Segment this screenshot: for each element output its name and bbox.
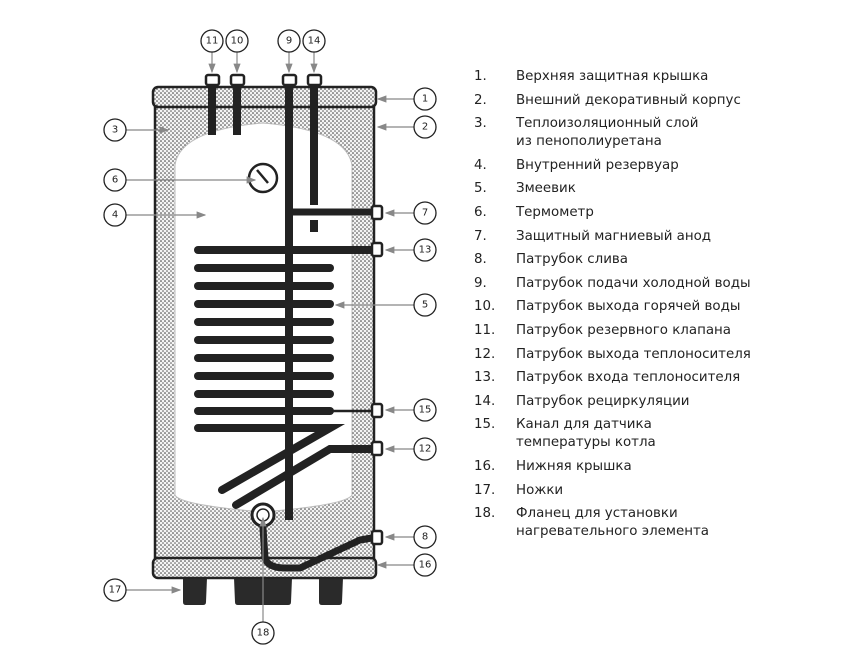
drain-pipe (259, 524, 376, 572)
connectors (204, 73, 384, 546)
legend-text: Ножки (516, 482, 564, 498)
svg-text:8: 8 (422, 532, 428, 543)
svg-text:3: 3 (112, 125, 118, 136)
legend-item: 8. Патрубок слива (474, 251, 854, 269)
legend-item: 18. Фланец для установки нагревательного … (474, 505, 854, 541)
callout-3: 3 (103, 118, 127, 142)
legend-item: 14. Патрубок рециркуляции (474, 393, 854, 411)
legend-text: Теплоизоляционный слой из пенополиуретан… (516, 116, 699, 150)
thermometer-icon (247, 162, 279, 194)
legend-item: 2. Внешний декоративный корпус (474, 92, 854, 110)
legend-text: Защитный магниевый анод (516, 228, 712, 244)
svg-text:7: 7 (422, 208, 428, 219)
callout-4: 4 (103, 203, 127, 227)
callout-2: 2 (413, 115, 437, 139)
legend-number: 15. (474, 417, 496, 433)
svg-text:17: 17 (109, 585, 122, 596)
svg-text:10: 10 (231, 36, 244, 47)
legend-number: 9. (474, 275, 487, 291)
callout-7: 7 (413, 201, 437, 225)
legend-number: 11. (474, 322, 496, 338)
svg-text:1: 1 (422, 94, 428, 105)
coil (194, 246, 376, 509)
legend-number: 16. (474, 458, 496, 474)
legend-number: 6. (474, 204, 487, 220)
svg-text:6: 6 (112, 175, 118, 186)
legend-number: 1. (474, 69, 487, 84)
legend-number: 12. (474, 346, 496, 362)
callout-14: 14 (302, 29, 326, 53)
legend-number: 7. (474, 228, 487, 244)
svg-text:11: 11 (206, 36, 219, 47)
callout-5: 5 (413, 293, 437, 317)
callout-1: 1 (413, 87, 437, 111)
legend-text: Патрубок подачи холодной воды (516, 275, 751, 291)
callout-12: 12 (413, 437, 437, 461)
legend-item: 4. Внутренний резервуар (474, 157, 854, 175)
callouts: 1 2 3 4 5 6 7 8 9 10 11 12 13 14 15 16 1… (103, 29, 437, 645)
legend-number: 10. (474, 299, 496, 315)
legend: 1. Верхняя защитная крышка 2. Внешний декор… (474, 68, 854, 547)
legend-number: 5. (474, 181, 487, 197)
callout-18: 18 (251, 621, 275, 645)
callout-13: 13 (413, 238, 437, 262)
legend-text: Внешний декоративный корпус (516, 92, 741, 108)
legend-number: 17. (474, 482, 496, 498)
legend-item: 1. Верхняя защитная крышка (474, 68, 854, 86)
legend-number: 4. (474, 157, 487, 173)
callout-9: 9 (277, 29, 301, 53)
legend-item: 10. Патрубок выхода горячей воды (474, 298, 854, 316)
callout-11: 11 (200, 29, 224, 53)
callout-8: 8 (413, 525, 437, 549)
legend-item: 17. Ножки (474, 482, 854, 500)
legend-number: 3. (474, 116, 487, 132)
legend-item: 11. Патрубок резервного клапана (474, 322, 854, 340)
svg-text:13: 13 (419, 245, 432, 256)
legend-text: Патрубок рециркуляции (516, 393, 690, 409)
legend-text: Верхняя защитная крышка (516, 69, 709, 84)
legend-number: 14. (474, 393, 496, 409)
legend-item: 15. Канал для датчика температуры котла (474, 416, 854, 452)
legend-item: 3. Теплоизоляционный слой из пенополиурет… (474, 115, 854, 151)
legend-text: Патрубок слива (516, 252, 629, 268)
callout-16: 16 (413, 553, 437, 577)
svg-text:18: 18 (257, 628, 270, 639)
callout-17: 17 (103, 578, 127, 602)
legend-item: 12. Патрубок выхода теплоносителя (474, 346, 854, 364)
top-cover (151, 85, 378, 109)
legend-text: Фланец для установки нагревательного эле… (516, 506, 710, 540)
legend-text: Нижняя крышка (516, 458, 632, 474)
legend-text: Термометр (516, 204, 594, 220)
legend-item: 6. Термометр (474, 204, 854, 222)
leader-lines (126, 52, 414, 622)
svg-text:16: 16 (419, 560, 432, 571)
legend-text: Патрубок резервного клапана (516, 322, 731, 338)
legend-text: Патрубок входа теплоносителя (516, 370, 741, 386)
legend-item: 9. Патрубок подачи холодной воды (474, 275, 854, 293)
legend-item: 13. Патрубок входа теплоносителя (474, 369, 854, 387)
legend-item: 7. Защитный магниевый анод (474, 228, 854, 246)
legend-item: 5. Змеевик (474, 180, 854, 198)
svg-text:2: 2 (422, 122, 428, 133)
pipes (194, 82, 376, 572)
legend-text: Патрубок выхода теплоносителя (516, 346, 751, 362)
svg-text:4: 4 (112, 210, 118, 221)
svg-text:5: 5 (422, 300, 428, 311)
callout-15: 15 (413, 398, 437, 422)
legend-number: 2. (474, 92, 487, 108)
legend-number: 18. (474, 506, 496, 522)
legend-item: 16. Нижняя крышка (474, 458, 854, 476)
callout-10: 10 (225, 29, 249, 53)
legend-text: Патрубок выхода горячей воды (516, 299, 741, 315)
svg-text:9: 9 (286, 36, 292, 47)
legend-text: Змеевик (516, 181, 576, 197)
callout-6: 6 (103, 168, 127, 192)
svg-text:14: 14 (308, 36, 321, 47)
svg-text:12: 12 (419, 444, 432, 455)
legend-number: 8. (474, 252, 487, 268)
legend-number: 13. (474, 370, 496, 386)
legend-text: Внутренний резервуар (516, 157, 679, 173)
legend-text: Канал для датчика температуры котла (516, 417, 656, 451)
svg-text:15: 15 (419, 405, 432, 416)
